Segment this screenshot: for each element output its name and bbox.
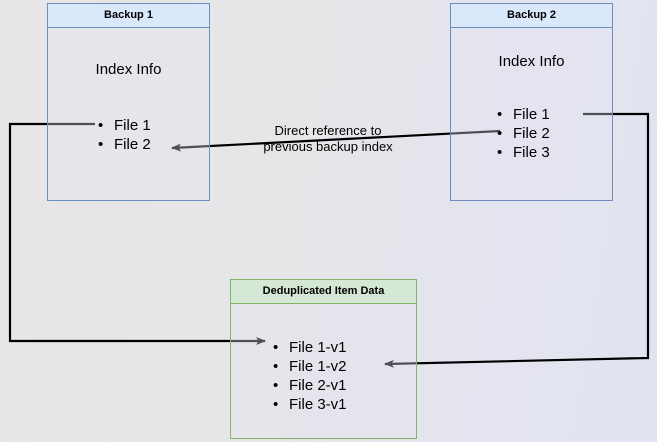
- node-deduplicated-item-data-list: File 1-v1 File 1-v2 File 2-v1 File 3-v1: [273, 338, 347, 414]
- node-backup-1-section-title: Index Info: [95, 61, 162, 78]
- list-item: File 2: [98, 135, 151, 154]
- node-backup-1-file-list: File 1 File 2: [98, 116, 151, 154]
- list-item: File 1: [497, 105, 550, 124]
- list-item: File 1-v1: [273, 338, 347, 357]
- node-backup-2-header: Backup 2: [451, 4, 612, 28]
- node-backup-2-file-list: File 1 File 2 File 3: [497, 105, 550, 162]
- node-deduplicated-item-data-header: Deduplicated Item Data: [231, 280, 416, 304]
- node-backup-1[interactable]: Backup 1 Index Info File 1 File 2: [47, 3, 210, 201]
- node-backup-2-section-title: Index Info: [498, 53, 565, 70]
- list-item: File 3-v1: [273, 395, 347, 414]
- node-deduplicated-item-data[interactable]: Deduplicated Item Data File 1-v1 File 1-…: [230, 279, 417, 439]
- list-item: File 2: [497, 124, 550, 143]
- list-item: File 3: [497, 143, 550, 162]
- list-item: File 1: [98, 116, 151, 135]
- node-backup-2[interactable]: Backup 2 Index Info File 1 File 2 File 3: [450, 3, 613, 201]
- list-item: File 1-v2: [273, 357, 347, 376]
- list-item: File 2-v1: [273, 376, 347, 395]
- node-backup-1-header: Backup 1: [48, 4, 209, 28]
- edge-label-direct-reference: Direct reference to previous backup inde…: [263, 123, 393, 154]
